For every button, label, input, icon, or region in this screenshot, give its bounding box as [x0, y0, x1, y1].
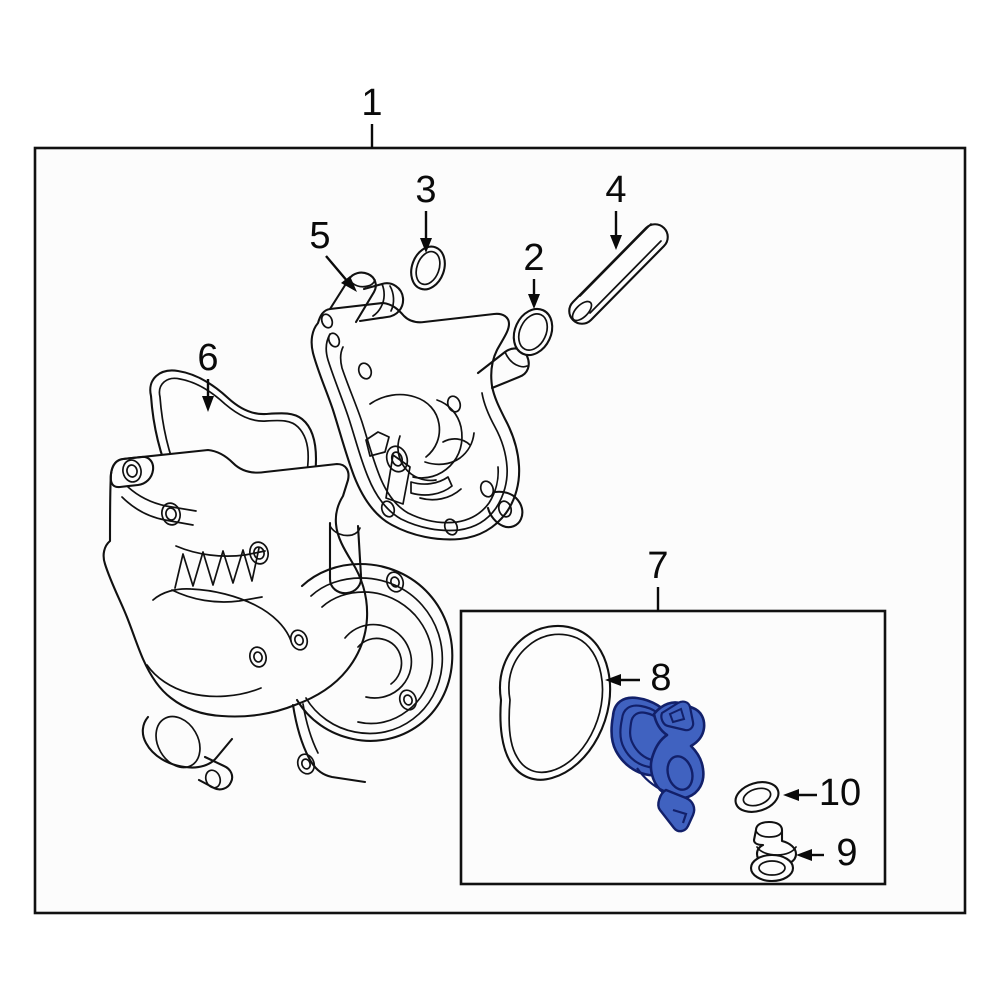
arrow-head-3 — [420, 238, 432, 253]
arrow-head-9 — [796, 849, 812, 861]
o-ring-seal-upper-part[interactable] — [405, 242, 450, 294]
arrow-head-10 — [783, 789, 799, 801]
arrow-head-6 — [202, 396, 214, 412]
callout-label-6[interactable]: 6 — [197, 337, 218, 379]
water-pump-housing-lower[interactable] — [102, 448, 454, 791]
callout-label-3[interactable]: 3 — [415, 169, 436, 211]
callout-label-10[interactable]: 10 — [819, 772, 861, 814]
arrow-head-8 — [605, 674, 621, 686]
thermostat-gasket-oval-part[interactable] — [499, 624, 612, 781]
arrow-head-2 — [528, 294, 540, 309]
callout-label-9[interactable]: 9 — [836, 832, 857, 874]
callout-label-5[interactable]: 5 — [309, 215, 330, 257]
arrow-head-5 — [341, 276, 357, 292]
callout-label-4[interactable]: 4 — [605, 169, 626, 211]
dowel-pin-part[interactable] — [568, 223, 669, 325]
arrow-head-4 — [610, 235, 622, 250]
water-pump-housing-upper-part[interactable] — [310, 271, 530, 541]
callout-label-8[interactable]: 8 — [650, 657, 671, 699]
callout-label-2[interactable]: 2 — [523, 237, 544, 279]
leader-line-5 — [325, 255, 349, 283]
callout-label-1[interactable]: 1 — [361, 82, 382, 124]
callout-label-7[interactable]: 7 — [647, 545, 668, 587]
o-ring-seal-part[interactable] — [507, 303, 560, 362]
washer-o-ring-part[interactable] — [732, 777, 782, 817]
thermostat-highlighted-part[interactable] — [610, 696, 706, 833]
stepped-plug-bolt-part[interactable] — [749, 820, 798, 883]
